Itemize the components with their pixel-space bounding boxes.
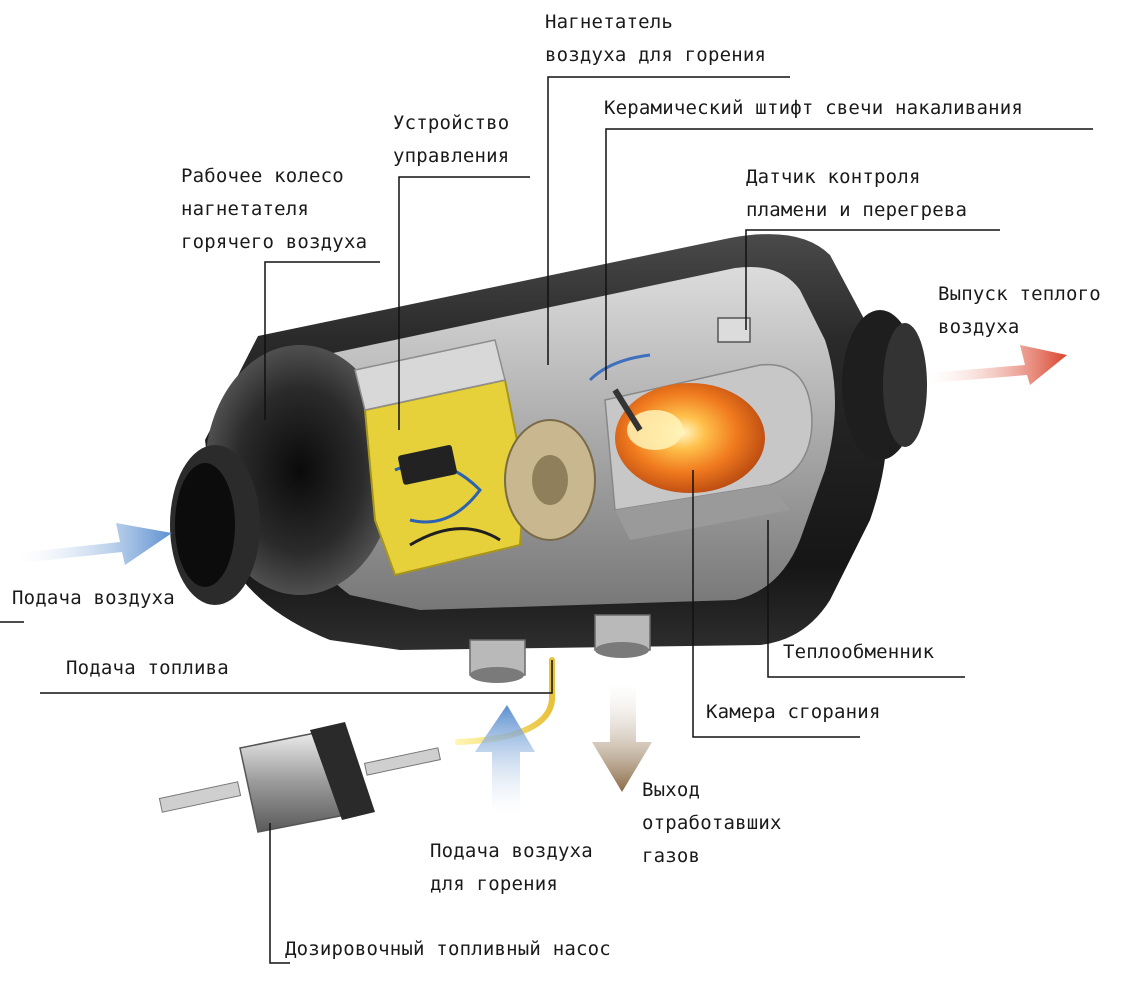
label-combustion-chamber: Камера сгорания xyxy=(706,701,881,723)
label-dosing-pump: Дозировочный топливный насос xyxy=(285,938,611,960)
label-flame-sensor: Датчик контроля пламени и перегрева xyxy=(746,166,968,221)
hot-air-impeller xyxy=(170,345,395,605)
label-combustion-air-supply: Подача воздуха для горения xyxy=(430,840,593,895)
fuel-line xyxy=(455,657,555,745)
label-heat-exchanger: Теплообменник xyxy=(783,641,935,663)
label-hot-air-impeller: Рабочее колесо нагнетателя горячего возд… xyxy=(181,165,368,253)
combustion-air-blower xyxy=(504,419,596,541)
label-glow-pin: Керамический штифт свечи накаливания xyxy=(604,97,1024,119)
control-unit xyxy=(354,339,527,577)
label-exhaust: Выход отработавших газов xyxy=(642,779,782,867)
bottom-ports xyxy=(469,614,651,683)
label-fuel-supply: Подача топлива xyxy=(66,657,229,679)
label-warm-air-outlet: Выпуск теплого воздуха xyxy=(938,283,1101,338)
dosing-pump xyxy=(158,722,441,833)
exhaust-arrow xyxy=(592,683,652,792)
label-combustion-air-blower: Нагнетатель воздуха для горения xyxy=(545,11,767,66)
label-control-unit: Устройство управления xyxy=(393,112,510,167)
leader-lines xyxy=(0,76,1093,964)
combustion-air-arrow xyxy=(475,705,535,815)
air-intake-arrow xyxy=(18,523,172,565)
combustion-chamber xyxy=(604,363,813,540)
flame-sensor xyxy=(717,317,751,343)
warm-air-outlet-arrow xyxy=(928,345,1067,385)
glow-pin xyxy=(588,353,651,432)
label-air-intake: Подача воздуха xyxy=(12,587,175,609)
